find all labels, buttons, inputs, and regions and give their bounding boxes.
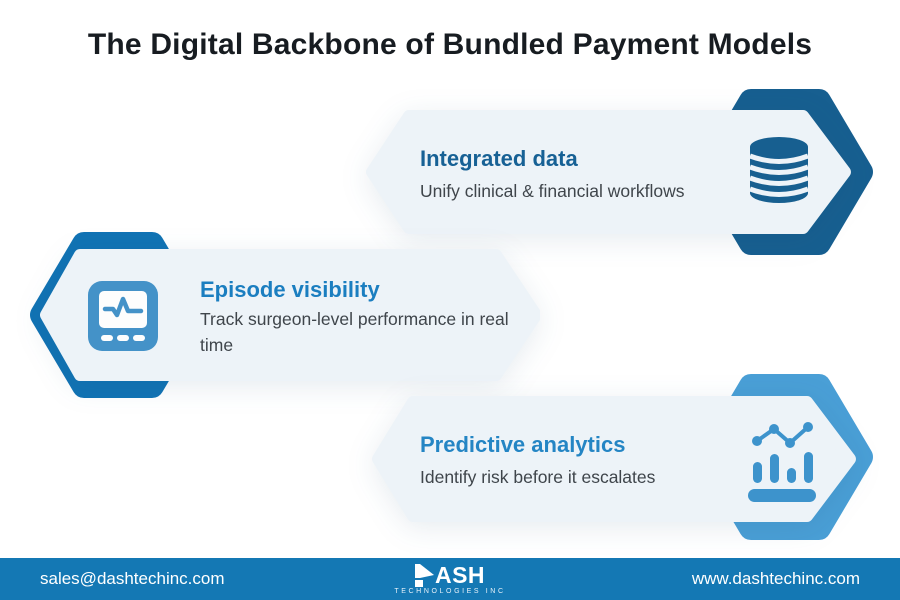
footer-email: sales@dashtechinc.com: [40, 569, 225, 588]
card-title: Episode visibility: [200, 277, 380, 302]
card-subtitle: Identify risk before it escalates: [420, 467, 656, 487]
dash-logo-d-icon: [414, 563, 434, 587]
card-arrow-body: [366, 110, 851, 234]
card-subtitle: Unify clinical & financial workflows: [420, 181, 685, 201]
card-subtitle: Track surgeon-level performance in real …: [200, 309, 509, 355]
card-arrow-body: [372, 396, 856, 522]
page-title: The Digital Backbone of Bundled Payment …: [87, 28, 813, 61]
card-title: Predictive analytics: [420, 432, 626, 457]
footer-bar: sales@dashtechinc.com ASH TECHNOLOGIES I…: [0, 558, 900, 600]
footer-website: www.dashtechinc.com: [691, 569, 860, 588]
database-icon: [749, 137, 809, 203]
logo-name-letters: ASH: [434, 562, 486, 588]
logo-tagline: TECHNOLOGIES INC: [394, 587, 506, 595]
dash-logo: ASH TECHNOLOGIES INC: [370, 558, 530, 600]
monitor-pulse-icon: [88, 281, 158, 351]
bar-chart-trend-icon: [748, 422, 816, 502]
card-arrow-body: [40, 249, 540, 381]
card-title: Integrated data: [420, 146, 578, 171]
